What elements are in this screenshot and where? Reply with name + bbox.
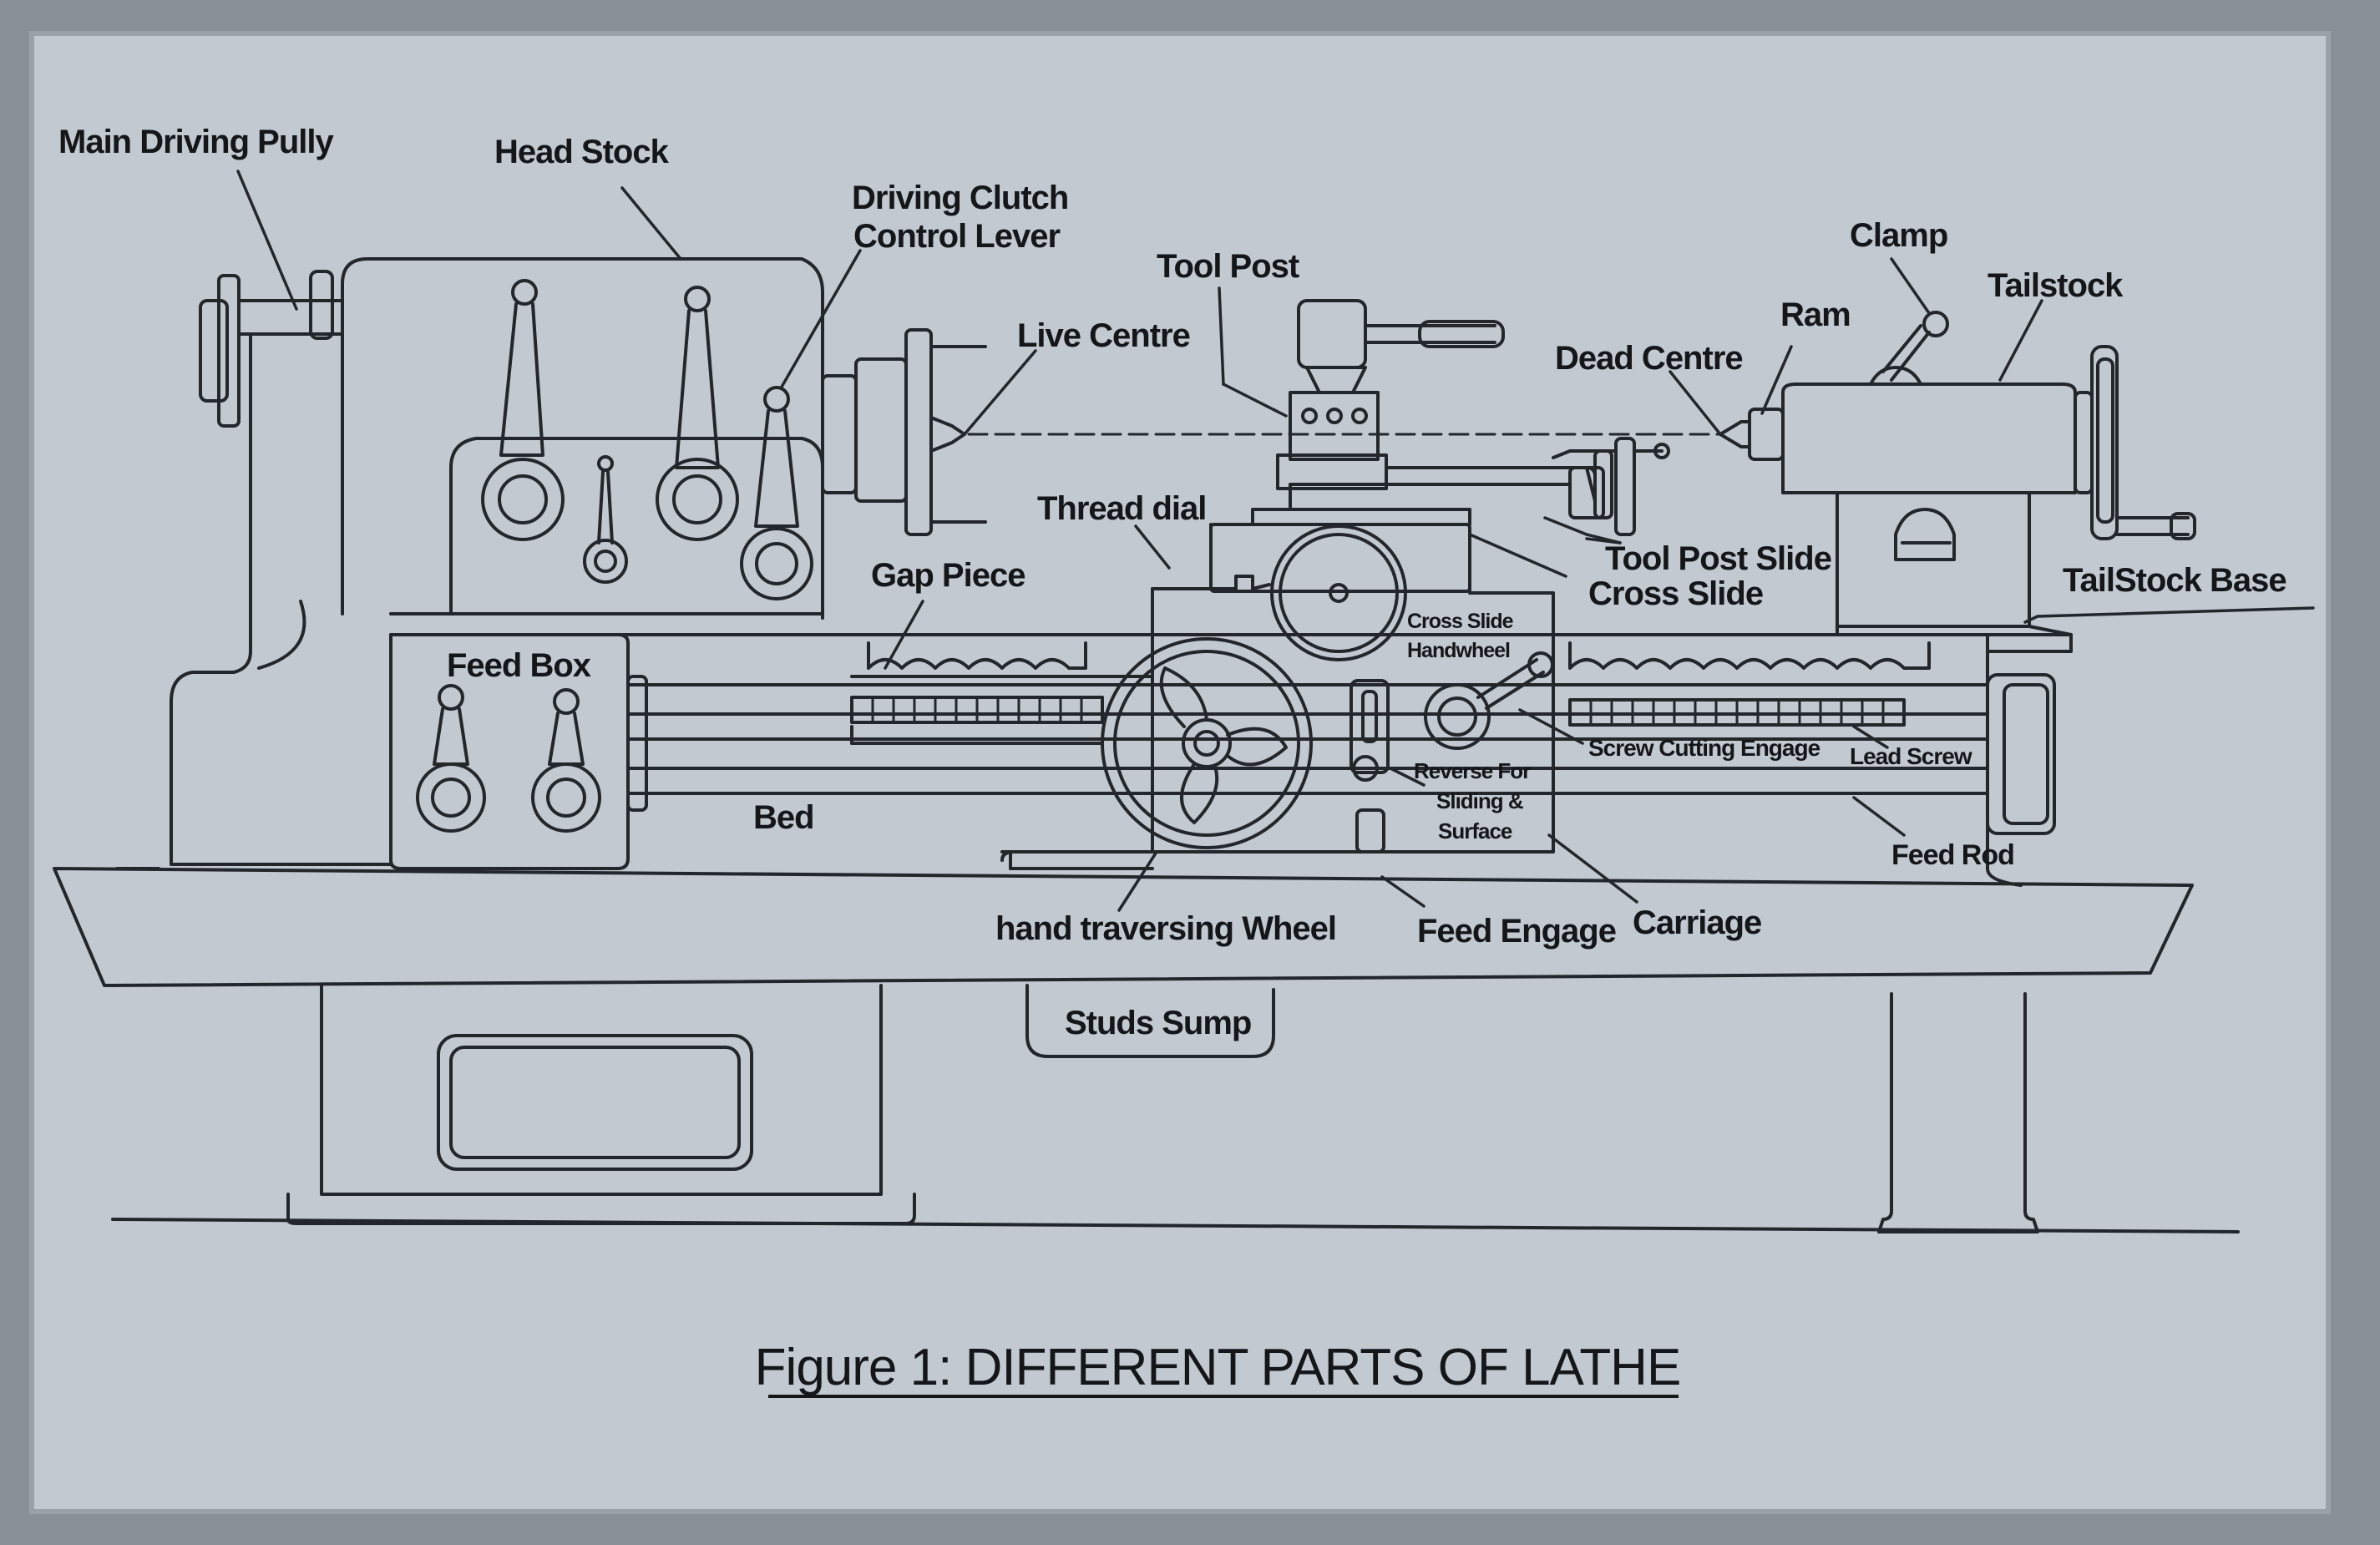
label-head-stock: Head Stock [494,134,670,170]
tailstock-drawing [1719,311,2196,653]
board-surface [32,33,2328,1512]
label-reverse-line2: Sliding & [1436,788,1523,813]
label-main-driving-pully: Main Driving Pully [58,124,334,160]
label-ram: Ram [1780,296,1851,333]
label-carriage: Carriage [1633,904,1761,941]
figure-caption-group: Figure 1: DIFFERENT PARTS OF LATHE [755,1339,1681,1398]
label-feed-rod: Feed Rod [1891,839,2014,871]
label-tool-post: Tool Post [1157,248,1299,285]
part-labels: Main Driving Pully Head Stock Driving Cl… [58,124,2287,1041]
label-studs-sump: Studs Sump [1065,1005,1251,1041]
board-edge [29,31,2331,1514]
label-bed: Bed [753,799,814,836]
label-cross-slide-handwheel-line2: Handwheel [1407,639,1510,662]
main-driving-pulley [199,270,344,428]
label-driving-clutch-line1: Driving Clutch [852,180,1068,216]
label-tool-post-slide: Tool Post Slide [1605,540,1831,577]
label-cross-slide-handwheel-line1: Cross Slide [1407,610,1514,633]
headstock-levers [481,279,813,600]
lathe-legs [111,984,2240,1233]
label-driving-clutch-line2: Control Lever [853,218,1060,255]
label-lead-screw: Lead Screw [1850,743,1972,769]
leader-lines [236,170,2315,912]
label-thread-dial: Thread dial [1037,490,1206,527]
label-cross-slide: Cross Slide [1588,575,1763,612]
label-hand-traversing-wheel: hand traversing Wheel [995,910,1336,947]
label-dead-centre: Dead Centre [1555,340,1743,377]
label-tailstock-base: TailStock Base [2063,562,2286,599]
headstock-body [170,257,2073,866]
label-feed-engage: Feed Engage [1417,913,1616,950]
feed-box [389,633,630,870]
figure-caption: Figure 1: DIFFERENT PARTS OF LATHE [755,1339,1681,1396]
lathe-drawing [53,170,2315,1233]
label-gap-piece: Gap Piece [871,557,1025,594]
label-reverse-line3: Surface [1438,818,1512,843]
tool-post-drawing [1276,299,1670,536]
label-live-centre: Live Centre [1017,317,1190,354]
bed-pan [53,850,2194,987]
label-tailstock: Tailstock [1988,267,2124,304]
label-reverse-line1: Reverse For [1414,758,1531,783]
label-feed-box: Feed Box [447,647,591,684]
label-screw-cutting-engage: Screw Cutting Engage [1588,735,1820,761]
spindle-chuck [821,328,987,536]
label-clamp: Clamp [1850,217,1947,254]
carriage [1000,466,1605,870]
